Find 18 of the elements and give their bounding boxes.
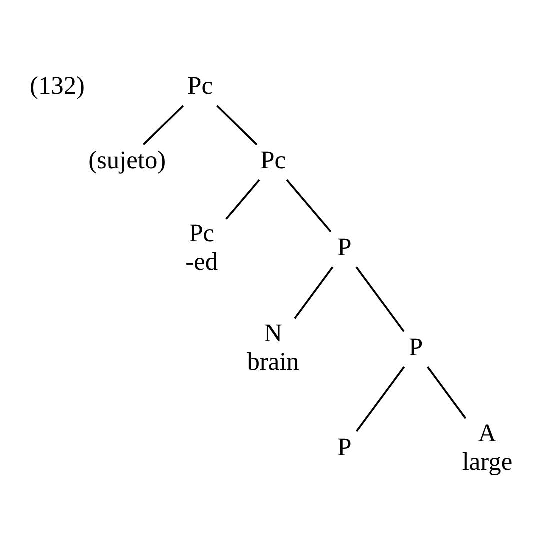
node-text: P — [338, 434, 352, 462]
node-text: P — [338, 234, 352, 262]
node-text: Pc — [260, 146, 286, 174]
connector — [294, 266, 334, 320]
connector — [356, 266, 405, 332]
connector — [356, 366, 406, 432]
node-text: (sujeto) — [88, 146, 166, 174]
label: (132) — [30, 72, 86, 100]
node-text: Pc — [188, 72, 214, 100]
connector — [143, 105, 184, 146]
connector — [216, 105, 258, 146]
node-text: A large — [462, 419, 513, 476]
node-text: P — [409, 334, 424, 362]
node-text: Pc -ed — [186, 219, 218, 276]
connector — [286, 180, 332, 232]
connector — [226, 180, 260, 220]
connector — [427, 366, 467, 420]
node-text: N brain — [247, 319, 300, 376]
